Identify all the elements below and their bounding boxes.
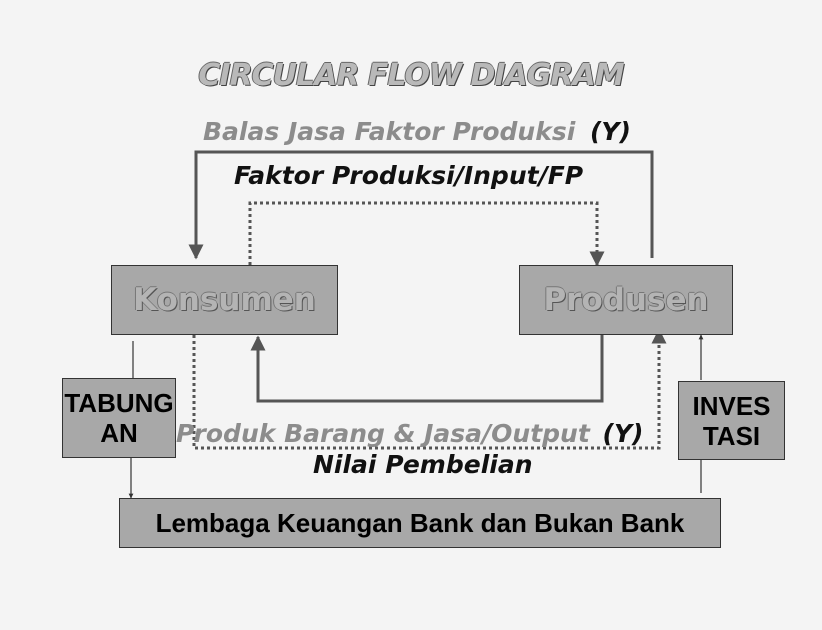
box-investasi: INVES TASI bbox=[678, 381, 785, 460]
box-lembaga-keuangan: Lembaga Keuangan Bank dan Bukan Bank bbox=[119, 498, 721, 548]
label-produk-barang-y: (Y) bbox=[602, 419, 644, 448]
arrow-balas-jasa bbox=[188, 150, 654, 260]
arrow-faktor-produksi bbox=[248, 201, 605, 267]
label-balas-jasa: Balas Jasa Faktor Produksi (Y) bbox=[203, 117, 631, 146]
label-faktor-produksi: Faktor Produksi/Input/FP bbox=[234, 161, 584, 190]
investasi-line2: TASI bbox=[702, 420, 761, 451]
label-produk-barang: Produk Barang & Jasa/Output (Y) bbox=[176, 419, 644, 448]
label-balas-jasa-y: (Y) bbox=[589, 117, 631, 146]
tabungan-line2: AN bbox=[100, 418, 138, 448]
tabungan-line1: TABUNG bbox=[64, 388, 174, 418]
diagram-title: CIRCULAR FLOW DIAGRAM bbox=[198, 58, 624, 93]
box-konsumen: Konsumen bbox=[111, 265, 338, 335]
label-nilai-pembelian: Nilai Pembelian bbox=[313, 450, 533, 479]
box-tabungan: TABUNG AN bbox=[62, 378, 176, 458]
investasi-line1: INVES bbox=[692, 390, 771, 421]
arrow-nilai-pembelian bbox=[192, 328, 667, 450]
arrow-produk-barang bbox=[250, 335, 604, 403]
box-produsen: Produsen bbox=[519, 265, 733, 335]
